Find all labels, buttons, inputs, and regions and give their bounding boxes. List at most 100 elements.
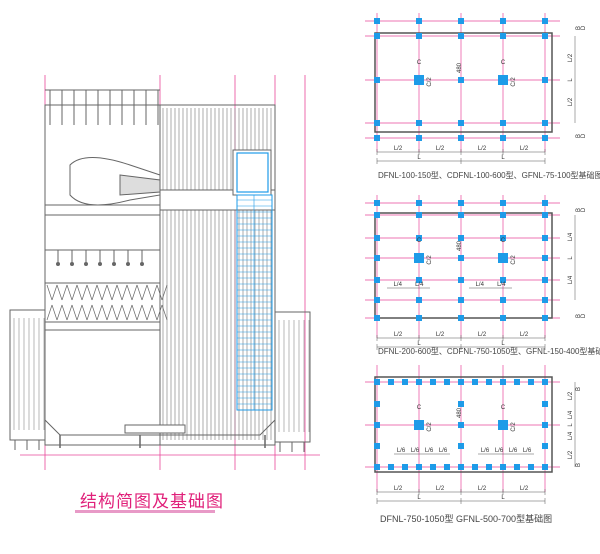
fill-media	[126, 304, 133, 321]
foundation-pier	[472, 464, 478, 470]
foundation-pier	[486, 464, 492, 470]
dim-label-c2: C/2	[427, 422, 433, 432]
fill-media	[121, 304, 128, 321]
dim-label: L/2	[436, 332, 445, 338]
dim-label: L	[568, 78, 574, 82]
motor-cone	[119, 174, 161, 196]
fill-media	[141, 304, 148, 321]
foundation-pier	[542, 297, 548, 303]
caption-plan-2: DFNL-200-600型、CDFNL-750-1050型、GFNL-150-4…	[378, 347, 600, 356]
foundation-pier	[444, 464, 450, 470]
foundation-pier	[416, 120, 422, 126]
caption-plan-1: DFNL-100-150型、CDFNL-100-600型、GFNL-75-100…	[378, 171, 600, 180]
foundation-pier	[500, 277, 506, 283]
foundation-pier	[374, 135, 380, 141]
foundation-pier	[472, 379, 478, 385]
foundation-pier	[458, 379, 464, 385]
page-title: 结构简图及基础图	[80, 492, 224, 512]
foundation-pier	[500, 297, 506, 303]
dim-label: L/6	[425, 448, 434, 454]
fill-media	[71, 284, 78, 301]
dim-label: L	[417, 341, 421, 347]
dim-label: L/2	[478, 332, 487, 338]
foundation-pier	[458, 401, 464, 407]
foundation-pier	[416, 315, 422, 321]
fill-media	[106, 284, 113, 301]
foundation-pier	[542, 135, 548, 141]
foundation-pier	[374, 277, 380, 283]
dim-label-c: C	[501, 405, 506, 411]
fill-media	[156, 284, 163, 301]
foundation-pier	[500, 315, 506, 321]
fill-media	[76, 284, 83, 301]
foundation-pier	[374, 200, 380, 206]
foundation-pier	[416, 379, 422, 385]
foundation-pier	[500, 18, 506, 24]
foundation-pier	[542, 212, 548, 218]
foundation-pier	[374, 255, 380, 261]
dim-label-d: D	[581, 133, 587, 138]
foundation-pier	[528, 379, 534, 385]
fill-media	[46, 284, 53, 301]
dim-label: L/2	[568, 391, 574, 400]
foundation-pier	[500, 120, 506, 126]
foundation-pier	[458, 277, 464, 283]
fill-media	[141, 284, 148, 301]
fill-media	[161, 304, 168, 321]
fill-media	[151, 304, 158, 321]
foundation-pier	[374, 379, 380, 385]
fill-media	[96, 304, 103, 321]
dim-label-480: 480	[457, 407, 463, 418]
dim-label: L/2	[394, 486, 403, 492]
dim-label-c2: C/2	[511, 77, 517, 87]
foundation-pier	[374, 235, 380, 241]
foundation-pier	[416, 277, 422, 283]
dim-label: L/4	[497, 282, 506, 288]
foundation-pier	[542, 77, 548, 83]
dim-label-c2: C/2	[427, 255, 433, 265]
dim-label: L	[417, 155, 421, 161]
foundation-pier	[458, 33, 464, 39]
foundation-pier	[430, 464, 436, 470]
outlet-pipe	[124, 424, 186, 434]
dim-label-d: D	[581, 25, 587, 30]
foundation-pier	[374, 18, 380, 24]
dim-label-d: D	[581, 207, 587, 212]
foundation-pier	[416, 18, 422, 24]
main-pier	[498, 420, 508, 430]
right-cell-frame	[159, 104, 276, 446]
fill-media	[146, 284, 153, 301]
fill-media	[91, 304, 98, 321]
left-cell-frame	[44, 104, 161, 446]
fan-box-highlight	[236, 152, 269, 193]
dim-label: L/6	[509, 448, 518, 454]
dim-label: L	[501, 341, 505, 347]
fill-media	[161, 284, 168, 301]
foundation-pier	[458, 443, 464, 449]
foundation-pier	[500, 212, 506, 218]
fill-media	[81, 304, 88, 321]
caption-plan-3: DFNL-750-1050型 GFNL-500-700型基础图	[380, 514, 553, 524]
foundation-pier	[416, 297, 422, 303]
sprinkler-nozzle	[98, 262, 102, 266]
dim-label: L/2	[568, 450, 574, 459]
dim-label: L/2	[478, 146, 487, 152]
dim-label-b: B	[576, 208, 582, 212]
main-pier	[498, 75, 508, 85]
dim-label-480: 480	[457, 62, 463, 73]
foundation-pier	[542, 379, 548, 385]
foundation-pier	[500, 464, 506, 470]
dim-label: L/2	[568, 53, 574, 62]
fill-media	[101, 284, 108, 301]
foundation-pier	[402, 379, 408, 385]
fill-media	[91, 284, 98, 301]
foundation-pier	[500, 135, 506, 141]
dim-label-480: 480	[457, 240, 463, 251]
dim-label: L/6	[439, 448, 448, 454]
dim-label: L/4	[568, 232, 574, 241]
sprinkler-nozzle	[112, 262, 116, 266]
foundation-pier	[374, 422, 380, 428]
fill-media	[61, 304, 68, 321]
foundation-pier	[542, 464, 548, 470]
foundation-pier	[542, 235, 548, 241]
